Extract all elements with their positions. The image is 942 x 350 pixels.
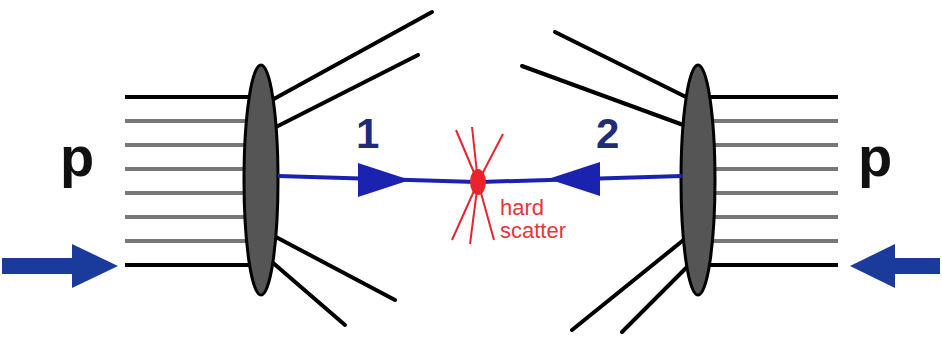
proton-blob — [244, 65, 278, 295]
callout-number: 2 — [596, 112, 619, 156]
right-proton-lines — [705, 97, 838, 265]
left-proton-lines — [125, 97, 255, 265]
scatter-spikes — [452, 127, 503, 244]
callout-number: 1 — [356, 112, 379, 156]
scatter-vertex — [470, 169, 486, 195]
arrow-head — [548, 162, 600, 196]
proton-label: p — [858, 128, 892, 187]
beam-arrow — [850, 244, 940, 288]
beam-arrow — [2, 244, 118, 288]
arrow-head — [358, 163, 410, 197]
proton-label: p — [60, 128, 94, 187]
remnant-lines — [272, 12, 690, 332]
proton-blob — [681, 65, 715, 295]
scatter-label: hard scatter — [500, 196, 582, 242]
